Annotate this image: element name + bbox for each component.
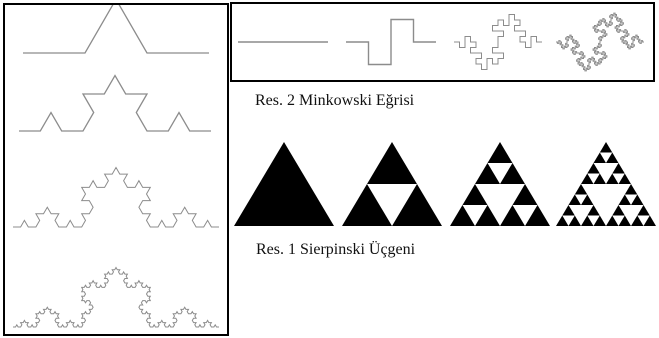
sierpinski-iteration-3 [556, 215, 569, 226]
sierpinski-iteration-3 [581, 173, 594, 184]
sierpinski-iteration-2 [450, 205, 475, 226]
sierpinski-iteration-1 [367, 142, 417, 184]
koch-iteration-3 [13, 166, 219, 228]
sierpinski-iteration-3 [631, 194, 644, 205]
sierpinski-iteration-3 [574, 184, 588, 195]
koch-iteration-2 [19, 74, 211, 132]
sierpinski-iteration-3 [562, 205, 575, 216]
sierpinski-iteration-2 [500, 205, 525, 226]
sierpinski-iteration-3 [593, 173, 606, 184]
sierpinski-iteration-3 [587, 163, 600, 174]
sierpinski-iteration-2 [487, 142, 513, 163]
sierpinski-iteration-3 [624, 184, 638, 195]
sierpinski-iteration-3 [599, 142, 613, 153]
sierpinski-iteration-3 [618, 215, 631, 226]
sierpinski-iteration-3 [606, 152, 619, 163]
sierpinski-iteration-3 [593, 215, 606, 226]
koch-curve-figure [13, 5, 219, 328]
koch-iteration-1 [23, 5, 209, 54]
sierpinski-iteration-3 [618, 194, 631, 205]
sierpinski-iteration-3 [606, 215, 619, 226]
sierpinski-iteration-1 [342, 184, 392, 226]
sierpinski-iteration-3 [568, 194, 581, 205]
sierpinski-iteration-2 [475, 163, 500, 184]
sierpinski-iteration-2 [512, 184, 538, 205]
sierpinski-iteration-3 [631, 215, 644, 226]
sierpinski-caption: Res. 1 Sierpinski Üçgeni [256, 241, 416, 258]
sierpinski-triangle-figure [234, 142, 656, 226]
sierpinski-iteration-3 [637, 205, 650, 216]
sierpinski-iteration-3 [587, 205, 600, 216]
minkowski-curve-figure [238, 12, 644, 72]
sierpinski-iteration-1 [392, 184, 442, 226]
sierpinski-iteration-2 [475, 205, 500, 226]
sierpinski-iteration-3 [606, 173, 619, 184]
sierpinski-iteration-3 [581, 194, 594, 205]
sierpinski-iteration-0 [234, 142, 334, 226]
minkowski-caption: Res. 2 Minkowski Eğrisi [255, 92, 415, 109]
sierpinski-triangle-row [232, 140, 657, 230]
koch-curve-panel [3, 3, 229, 336]
sierpinski-iteration-2 [462, 184, 488, 205]
sierpinski-iteration-2 [525, 205, 550, 226]
sierpinski-iteration-3 [593, 152, 606, 163]
sierpinski-iteration-3 [643, 215, 656, 226]
minkowski-iteration-3 [556, 12, 644, 72]
sierpinski-iteration-3 [581, 215, 594, 226]
sierpinski-iteration-3 [618, 173, 631, 184]
sierpinski-iteration-3 [612, 205, 625, 216]
sierpinski-iteration-2 [500, 163, 525, 184]
sierpinski-iteration-3 [612, 163, 625, 174]
minkowski-curve-panel [230, 2, 655, 82]
minkowski-iteration-1 [346, 18, 436, 66]
minkowski-iteration-2 [454, 14, 542, 70]
sierpinski-iteration-3 [568, 215, 581, 226]
koch-iteration-4 [13, 266, 219, 328]
